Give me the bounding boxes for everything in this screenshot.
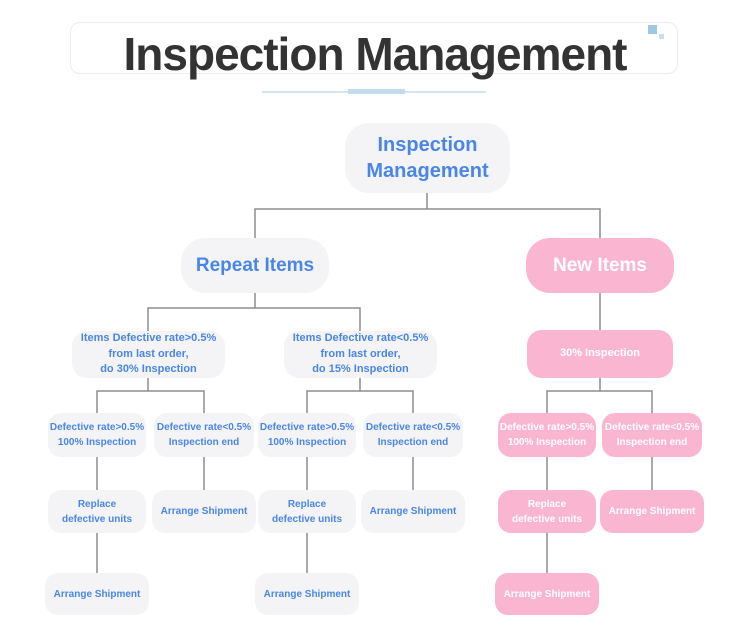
node-replace-units-1: Replace defective units: [48, 490, 146, 533]
node-arrange-shipment-2: Arrange Shipment: [361, 490, 465, 533]
node-rate-high-1: Defective rate>0.5% 100% Inspection: [48, 413, 146, 457]
node-rate-high-3: Defective rate>0.5% 100% Inspection: [498, 413, 596, 457]
node-repeat-low-rate: Items Defective rate<0.5% from last orde…: [284, 331, 437, 378]
page-title: Inspection Management: [123, 28, 628, 80]
node-new-items: New Items: [526, 238, 674, 293]
decor-square-small-icon: [659, 34, 664, 39]
node-repeat-high-rate: Items Defective rate>0.5% from last orde…: [72, 331, 225, 378]
node-rate-low-1: Defective rate<0.5% Inspection end: [154, 413, 254, 457]
node-replace-units-3: Replace defective units: [498, 490, 596, 533]
title-card: [70, 22, 678, 74]
node-repeat-items: Repeat Items: [181, 238, 329, 293]
node-root: Inspection Management: [345, 123, 510, 193]
title-underline-accent: [348, 89, 405, 94]
node-rate-low-2: Defective rate<0.5% Inspection end: [363, 413, 463, 457]
node-replace-units-2: Replace defective units: [258, 490, 356, 533]
node-arrange-shipment-final-3: Arrange Shipment: [495, 573, 599, 615]
node-arrange-shipment-final-2: Arrange Shipment: [255, 573, 359, 615]
node-rate-high-2: Defective rate>0.5% 100% Inspection: [258, 413, 356, 457]
node-arrange-shipment-3: Arrange Shipment: [600, 490, 704, 533]
node-rate-low-3: Defective rate<0.5% Inspection end: [602, 413, 702, 457]
node-arrange-shipment-final-1: Arrange Shipment: [45, 573, 149, 615]
node-new-30-inspection: 30% Inspection: [527, 330, 673, 378]
decor-square-icon: [648, 25, 657, 34]
node-arrange-shipment-1: Arrange Shipment: [152, 490, 256, 533]
